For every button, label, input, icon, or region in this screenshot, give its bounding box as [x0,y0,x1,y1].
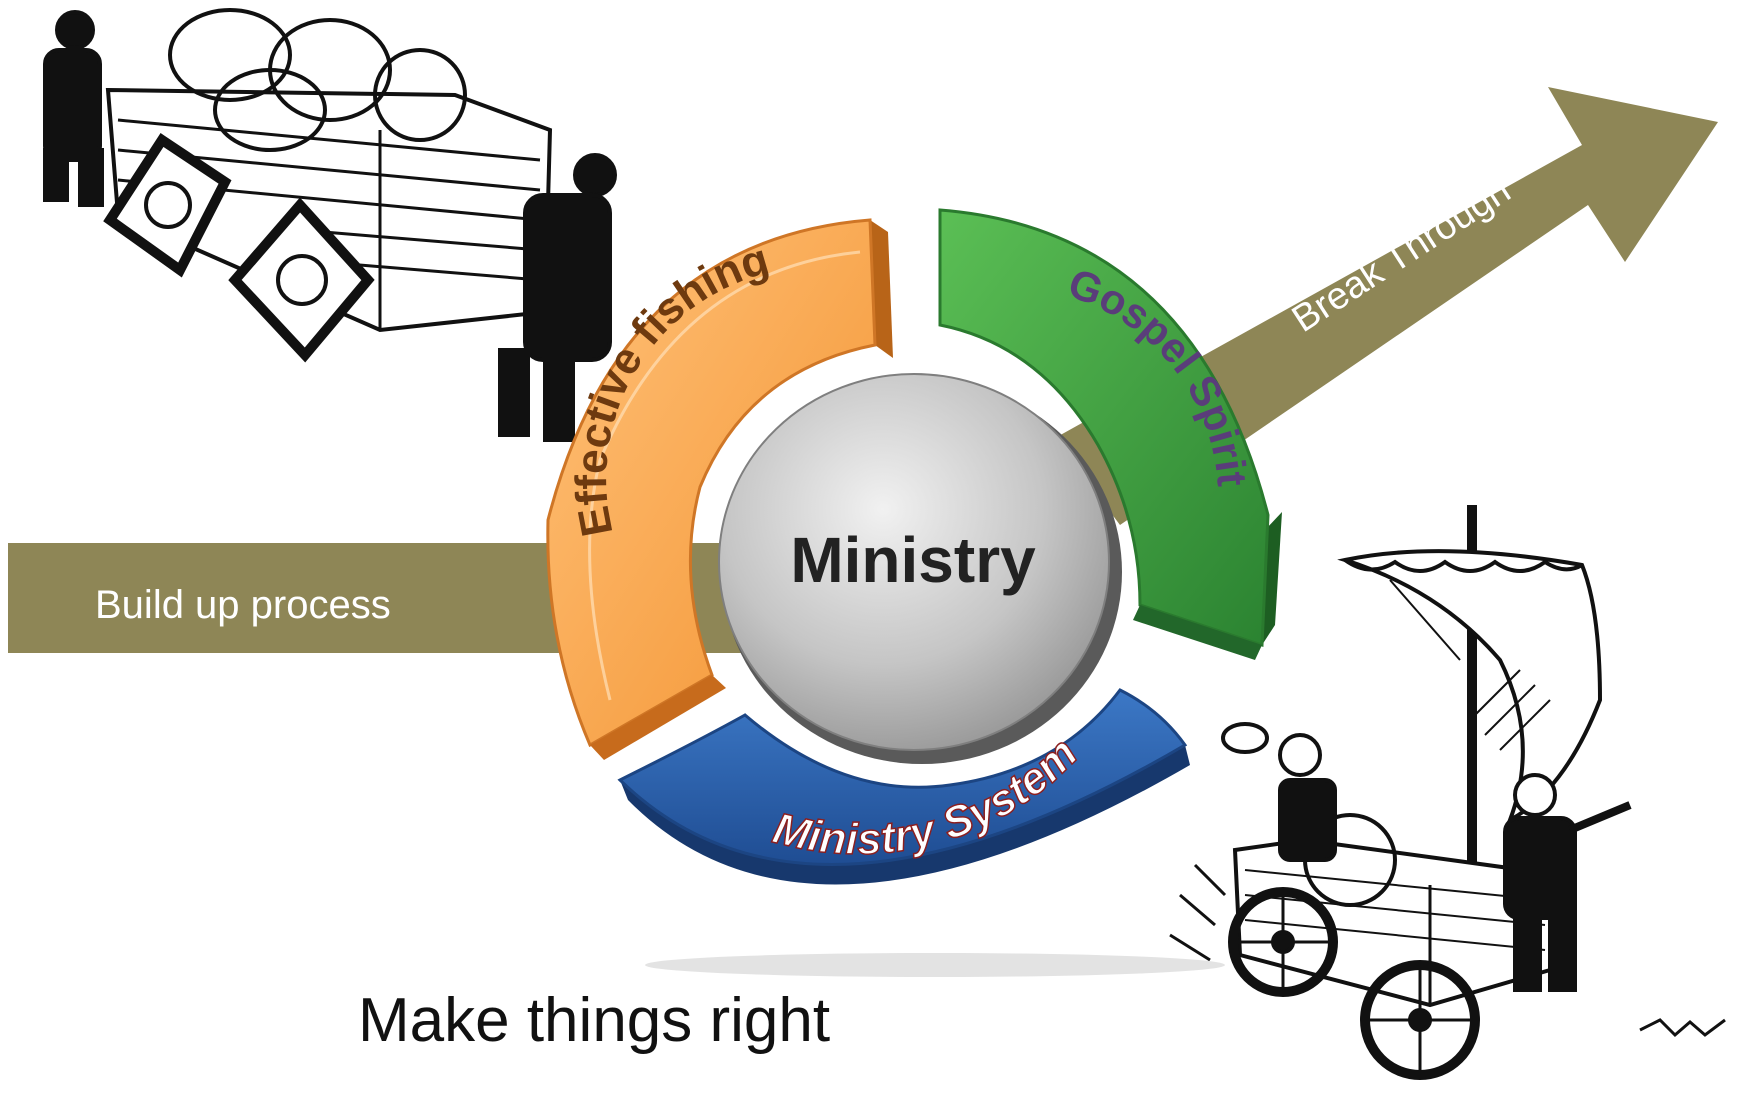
man-pulling-icon [498,153,617,442]
sailing-cart-with-round-wheels-illustration [1169,505,1726,1080]
square-wheel-icon [103,133,232,278]
square-wheel-icon [228,197,375,363]
input-arrow-label: Build up process [95,583,391,627]
cart-with-square-wheels-illustration [43,8,617,442]
ring-shadow [645,953,1225,977]
caption-make-things-right: Make things right [358,986,831,1055]
man-pushing-icon [43,10,104,207]
man-pointing-icon [1503,773,1632,992]
center-label: Ministry [790,524,1036,596]
man-waving-hat-icon [1221,722,1337,862]
ministry-center: Ministry [718,373,1122,764]
round-wheel-icon [1228,887,1338,997]
round-wheel-icon [1360,960,1480,1080]
